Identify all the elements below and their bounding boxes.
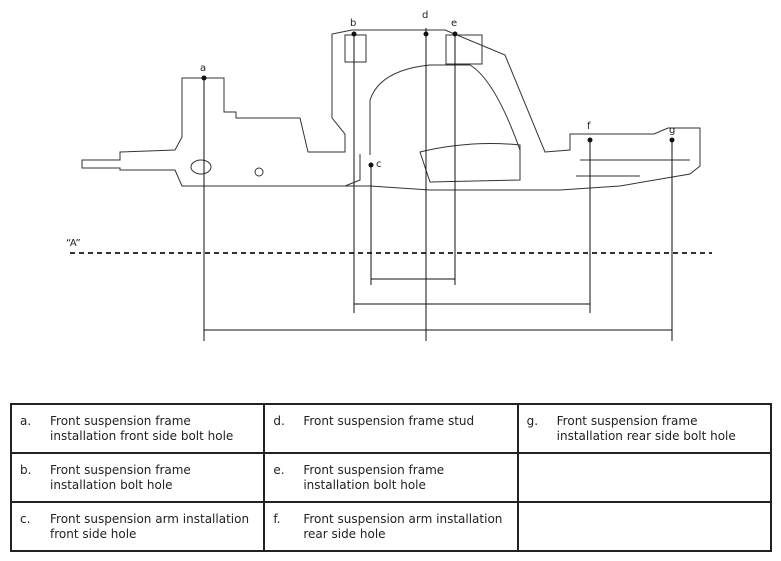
legend-key: f.: [273, 512, 281, 526]
legend-text: Front suspension frame installation bolt…: [303, 463, 445, 492]
legend-text: Front suspension arm installation rear s…: [303, 512, 503, 541]
measurement-lines: [203, 28, 673, 341]
legend-cell: f. Front suspension arm installation rea…: [263, 501, 519, 552]
point-b: b: [350, 18, 357, 37]
legend-cell: g. Front suspension frame installation r…: [516, 403, 773, 454]
point-label-g: g: [669, 125, 675, 136]
frame-dimension-diagram: “A” a b c d e f: [66, 10, 712, 341]
legend-row: a. Front suspension frame installation f…: [9, 403, 773, 454]
legend-cell-empty: [516, 501, 773, 552]
legend-cell-empty: [516, 452, 773, 503]
legend-key: g.: [526, 414, 539, 428]
legend-cell: a. Front suspension frame installation f…: [9, 403, 266, 454]
legend-table: a. Front suspension frame installation f…: [9, 403, 773, 552]
legend-text: Front suspension frame installation fron…: [50, 414, 234, 443]
point-label-f: f: [587, 121, 591, 132]
point-f: f: [587, 121, 593, 143]
legend-cell: d. Front suspension frame stud: [263, 403, 519, 454]
vehicle-frame-outline: [81, 29, 701, 191]
point-g: g: [669, 125, 675, 143]
point-label-e: e: [451, 18, 457, 29]
point-label-c: c: [376, 159, 382, 170]
dimension-lines: [204, 278, 672, 331]
legend-row: b. Front suspension frame installation b…: [9, 452, 773, 503]
legend-cell: e. Front suspension frame installation b…: [263, 452, 519, 503]
point-label-d: d: [422, 10, 428, 21]
point-label-b: b: [350, 18, 356, 29]
legend-row: c. Front suspension arm installation fro…: [9, 501, 773, 552]
reference-label-a: “A”: [66, 238, 81, 249]
point-d: d: [422, 10, 429, 37]
legend-text: Front suspension frame installation bolt…: [50, 463, 191, 492]
legend-key: b.: [20, 463, 32, 477]
legend-key: d.: [273, 414, 285, 428]
legend-key: e.: [273, 463, 285, 477]
legend-key: c.: [20, 512, 31, 526]
legend-text: Front suspension frame stud: [303, 414, 475, 428]
legend-cell: c. Front suspension arm installation fro…: [9, 501, 266, 552]
legend-text: Front suspension frame installation rear…: [556, 414, 736, 443]
point-c: c: [368, 159, 382, 170]
point-a: a: [200, 63, 207, 81]
legend-key: a.: [20, 414, 32, 428]
legend-text: Front suspension arm installation front …: [50, 512, 250, 541]
legend-cell: b. Front suspension frame installation b…: [9, 452, 266, 503]
point-e: e: [451, 18, 458, 37]
point-label-a: a: [200, 63, 206, 74]
